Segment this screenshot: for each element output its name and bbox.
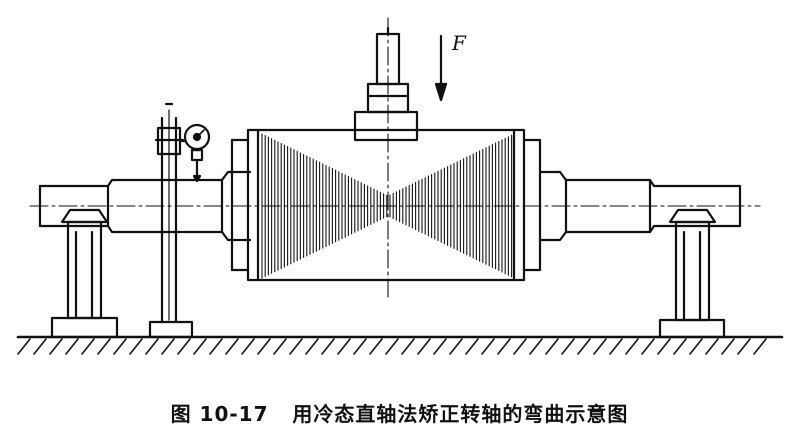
- ground-hatch-line: [81, 338, 95, 355]
- center-lines: [29, 17, 761, 301]
- ground-hatch-line: [513, 338, 527, 355]
- ground-hatch-line: [721, 338, 735, 355]
- press-ram: [353, 26, 419, 142]
- gauge-base-plate: [148, 320, 194, 339]
- ground: [16, 335, 784, 355]
- ground-hatch-line: [385, 338, 399, 355]
- ground-hatch-line: [145, 338, 159, 355]
- ground-hatch-line: [481, 338, 495, 355]
- ground-hatch-line: [257, 338, 271, 355]
- ground-hatch-line: [177, 338, 191, 355]
- ground-hatch-line: [337, 338, 351, 355]
- ground-hatch-line: [129, 338, 143, 355]
- ground-hatch-line: [65, 338, 79, 355]
- ground-hatch-line: [241, 338, 255, 355]
- ground-hatch-line: [417, 338, 431, 355]
- ground-hatch-line: [577, 338, 591, 355]
- right-support: [668, 208, 717, 322]
- force-label: F: [451, 31, 467, 55]
- ground-hatch-line: [705, 338, 719, 355]
- ground-hatch-line: [465, 338, 479, 355]
- ground-hatch-line: [305, 338, 319, 355]
- ground-hatch-line: [113, 338, 127, 355]
- ground-hatch-line: [161, 338, 175, 355]
- ground-hatch-line: [17, 338, 31, 355]
- ground-hatch-line: [449, 338, 463, 355]
- figure-caption: 图 10-17 用冷态直轴法矫正转轴的弯曲示意图: [0, 398, 799, 427]
- ground-hatch-line: [625, 338, 639, 355]
- rotor-core: [230, 128, 542, 282]
- caption-text: 用冷态直轴法矫正转轴的弯曲示意图: [292, 402, 629, 426]
- ground-hatch-line: [289, 338, 303, 355]
- right-base-plate: [658, 318, 726, 339]
- ground-hatch-line: [97, 338, 111, 355]
- ground-hatch-line: [593, 338, 607, 355]
- caption-number: 图 10-17: [170, 402, 269, 426]
- ground-hatch-line: [225, 338, 239, 355]
- ground-hatch-line: [49, 338, 63, 355]
- ground-hatch-line: [545, 338, 559, 355]
- ground-hatch-line: [321, 338, 335, 355]
- ground-hatch-line: [369, 338, 383, 355]
- ground-hatch-line: [353, 338, 367, 355]
- ground-hatch-line: [433, 338, 447, 355]
- right-shaft: [538, 170, 742, 242]
- ground-hatch-line: [609, 338, 623, 355]
- dial-gauge-icon: [178, 123, 211, 183]
- ground-hatch-line: [497, 338, 511, 355]
- ground-hatch-line: [753, 338, 767, 355]
- ground-hatch-line: [209, 338, 223, 355]
- ground-hatch-line: [273, 338, 287, 355]
- ground-hatch-line: [737, 338, 751, 355]
- ground-hatch-line: [561, 338, 575, 355]
- left-support: [60, 208, 109, 320]
- ground-hatch-line: [33, 338, 47, 355]
- left-base-plate: [50, 316, 119, 339]
- ground-hatch-line: [529, 338, 543, 355]
- ground-hatch-line: [673, 338, 687, 355]
- ground-hatch-line: [641, 338, 655, 355]
- dial-gauge-stand: [154, 102, 185, 324]
- ground-hatch-line: [689, 338, 703, 355]
- ground-hatch-line: [657, 338, 671, 355]
- force-arrow-icon: [434, 34, 448, 102]
- ground-hatch-line: [401, 338, 415, 355]
- ground-hatch-line: [193, 338, 207, 355]
